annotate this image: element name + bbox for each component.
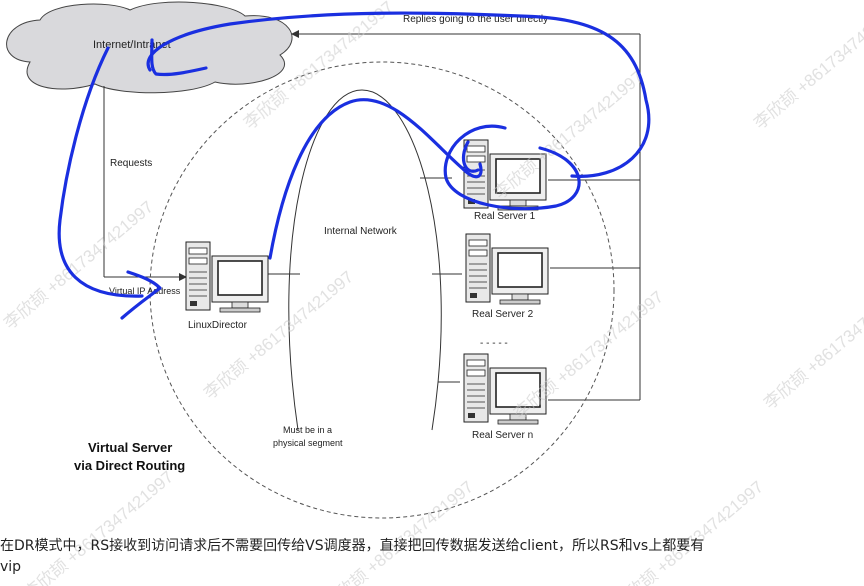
caption-line-1: 在DR模式中，RS接收到访问请求后不需要回传给VS调度器，直接把回传数据发送给c… [0,538,705,554]
replies-label: Replies going to the user directly [403,14,548,25]
linux-director-computer [185,241,269,313]
watermark-text: 李欣颉 +8617347421997 [750,0,864,133]
requests-connector [103,86,187,281]
real-server-2-computer [465,233,549,305]
real-server-n-label: Real Server n [472,430,533,441]
watermark-text: 李欣颉 +8617347421997 [510,287,667,423]
watermark-text: 李欣颉 +8617347421997 [490,67,647,203]
segment-note-line2: physical segment [273,438,343,448]
cluster-boundary [149,61,615,519]
internal-network-arch [288,89,442,431]
watermark-text: 李欣颉 +8617347421997 [0,197,157,333]
director-label: LinuxDirector [188,320,248,331]
vip-label: Virtual IP Address [109,286,181,296]
watermark-text: 李欣颉 +8617347421997 [760,277,864,413]
requests-label: Requests [110,158,152,169]
real-server-2-label: Real Server 2 [472,309,534,320]
internet-cloud: Internet/Intranet [6,1,293,94]
replies-connector [291,30,641,401]
segment-note-line1: Must be in a [283,425,332,435]
network-links [268,177,462,383]
servers-ellipsis: - - - - - [480,338,508,349]
caption-line-2: vip [0,559,22,575]
pen-annotations [57,11,651,320]
diagram-title-line2: via Direct Routing [74,458,185,473]
internal-network-label: Internal Network [324,226,398,237]
diagram-title-line1: Virtual Server [88,440,172,455]
real-server-1-label: Real Server 1 [474,211,536,222]
caption-text: 在DR模式中，RS接收到访问请求后不需要回传给VS调度器，直接把回传数据发送给c… [0,536,864,578]
